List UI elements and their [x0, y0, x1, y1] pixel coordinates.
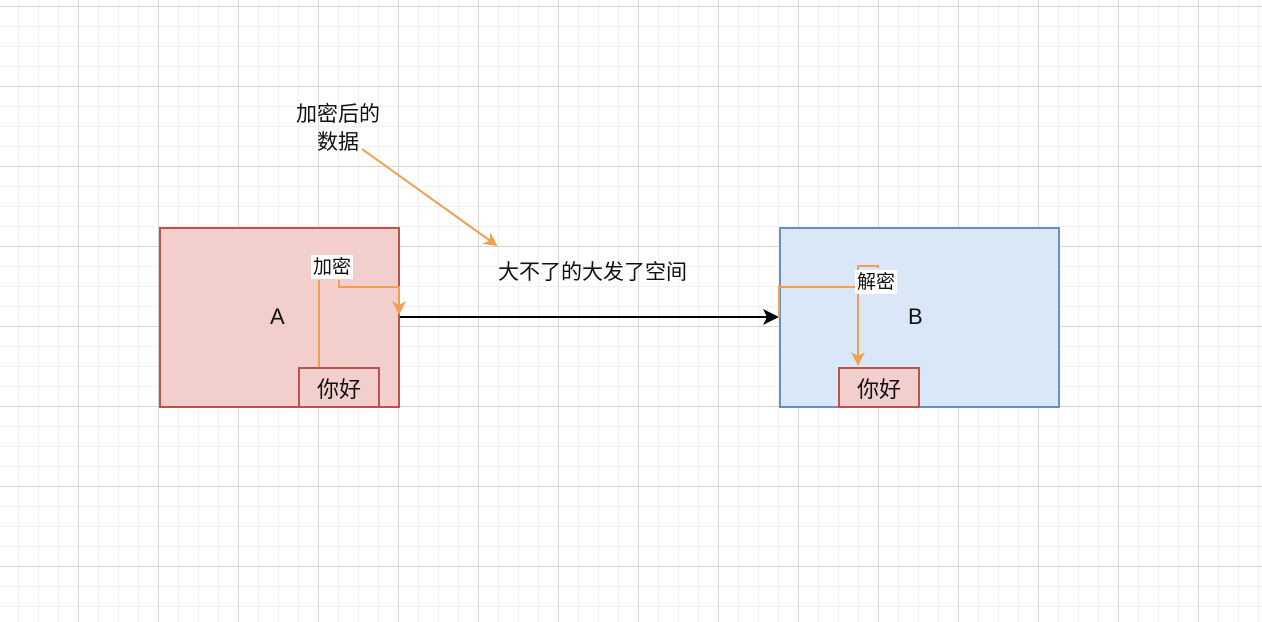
plaintext-node-b[interactable]: 你好 [838, 367, 920, 408]
note-line-1: 加密后的 [296, 102, 380, 126]
decrypt-edge[interactable] [778, 265, 879, 364]
encrypt-edge-label: 加密 [311, 255, 354, 279]
plaintext-a-label: 你好 [316, 377, 361, 403]
plaintext-b-label: 你好 [856, 377, 901, 403]
sender-label: A [270, 304, 285, 329]
transfer-message-label[interactable]: 大不了的大发了空间 [498, 260, 687, 284]
plaintext-node-a[interactable]: 你好 [298, 367, 380, 408]
encrypt-edge[interactable] [318, 280, 399, 367]
receiver-label: B [908, 304, 923, 329]
encrypted-data-note[interactable]: 加密后的 数据 [286, 100, 390, 156]
note-line-2: 数据 [317, 130, 359, 154]
annotation-connector[interactable] [361, 148, 498, 247]
decrypt-edge-label: 解密 [855, 270, 898, 294]
